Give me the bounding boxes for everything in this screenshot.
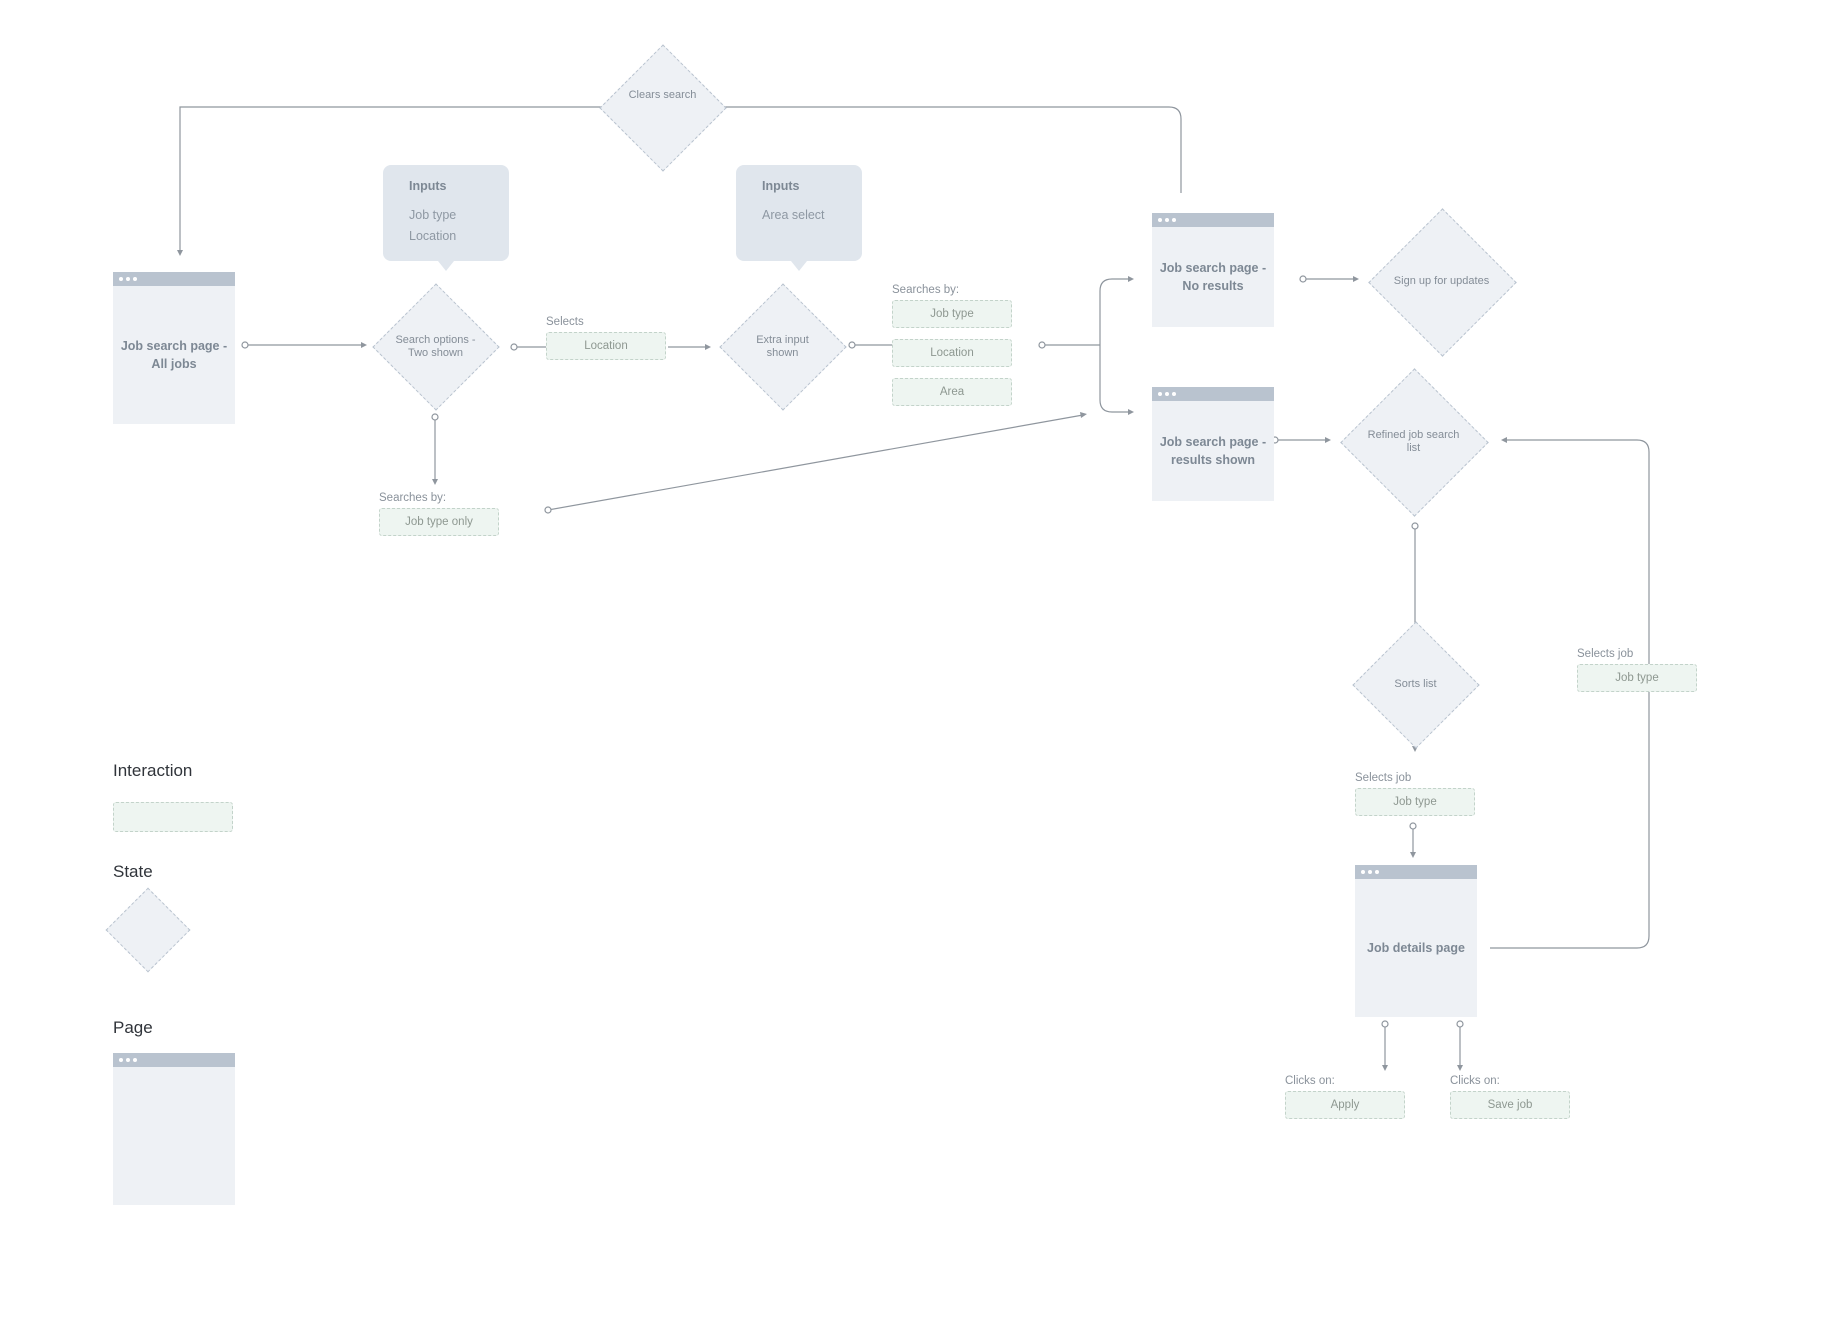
window-bar [1152,387,1274,401]
callout-item: Job type [409,208,457,222]
callout-item: Location [409,229,457,243]
connector-side-job-type-to-refined [1505,439,1650,664]
callout-inputs-search-options: Inputs Job type Location [383,165,509,271]
state-sorts-list: Sorts list [1352,621,1480,749]
state-label: Clears search [628,89,697,101]
page-job-details: Job details page [1355,865,1477,1017]
state-clears-search: Clears search [599,44,727,172]
window-bar [113,272,235,286]
label-selects-job-bottom: Selects job [1355,772,1412,784]
label-searches-by-job-type: Searches by: [379,492,447,504]
window-bar [1152,213,1274,227]
interaction-save-job: Save job [1450,1091,1570,1119]
state-refined-job-search-list: Refined job search list [1340,368,1489,517]
state-extra-input-shown: Extra input shown [719,283,847,411]
label-selects: Selects [546,316,584,328]
interaction-searches-job-type: Job type [892,300,1012,328]
interaction-bottom-job-type: Job type [1355,788,1475,816]
label-selects-job-side: Selects job [1577,648,1634,660]
connector-split-to-no-results [1099,278,1130,345]
state-label: Sorts list [1394,678,1437,690]
connector-details-to-side-job-type [1490,692,1650,949]
connector-no-results-to-clears [725,106,1182,193]
page-job-search-no-results: Job search page - No results [1152,213,1274,327]
interaction-location: Location [546,332,666,360]
window-bar [113,1053,235,1067]
callout-item: Area select [762,208,825,222]
label-searches-by: Searches by: [892,284,960,296]
legend-page-swatch [113,1053,235,1205]
state-sign-up-for-updates: Sign up for updates [1368,208,1517,357]
interaction-side-job-type: Job type [1577,664,1697,692]
window-bar [1355,865,1477,879]
connector-job-type-only-to-results [547,414,1084,511]
legend-state-title: State [113,862,153,881]
state-search-options: Search options - Two shown [372,283,500,411]
callout-title: Inputs [409,179,447,193]
state-label: Sign up for updates [1393,275,1490,287]
interaction-job-type-only: Job type only [379,508,499,536]
label-clicks-on-save: Clicks on: [1450,1075,1500,1087]
page-title: Job search page - No results [1159,261,1267,293]
callout-title: Inputs [762,179,800,193]
page-job-search-results-shown: Job search page - results shown [1152,387,1274,501]
legend-page-title: Page [113,1018,153,1037]
legend-interaction-title: Interaction [113,761,193,780]
interaction-searches-location: Location [892,339,1012,367]
state-label: Search options - Two shown [395,333,476,359]
state-label: Extra input shown [756,333,809,359]
state-label: Refined job search list [1367,428,1460,454]
legend-state-swatch [105,887,191,973]
interaction-searches-area: Area [892,378,1012,406]
page-title: Job details page [1367,941,1465,955]
callout-inputs-extra-input: Inputs Area select [736,165,862,271]
page-title: Job search page - All jobs [120,339,228,371]
page-job-search-all-jobs: Job search page - All jobs [113,272,235,424]
page-title: Job search page - results shown [1159,435,1267,467]
interaction-apply: Apply [1285,1091,1405,1119]
connector-clears-to-all-jobs [179,106,604,252]
legend-interaction-swatch [113,802,233,832]
label-clicks-on-apply: Clicks on: [1285,1075,1335,1087]
connector-split-to-results [1099,345,1130,413]
